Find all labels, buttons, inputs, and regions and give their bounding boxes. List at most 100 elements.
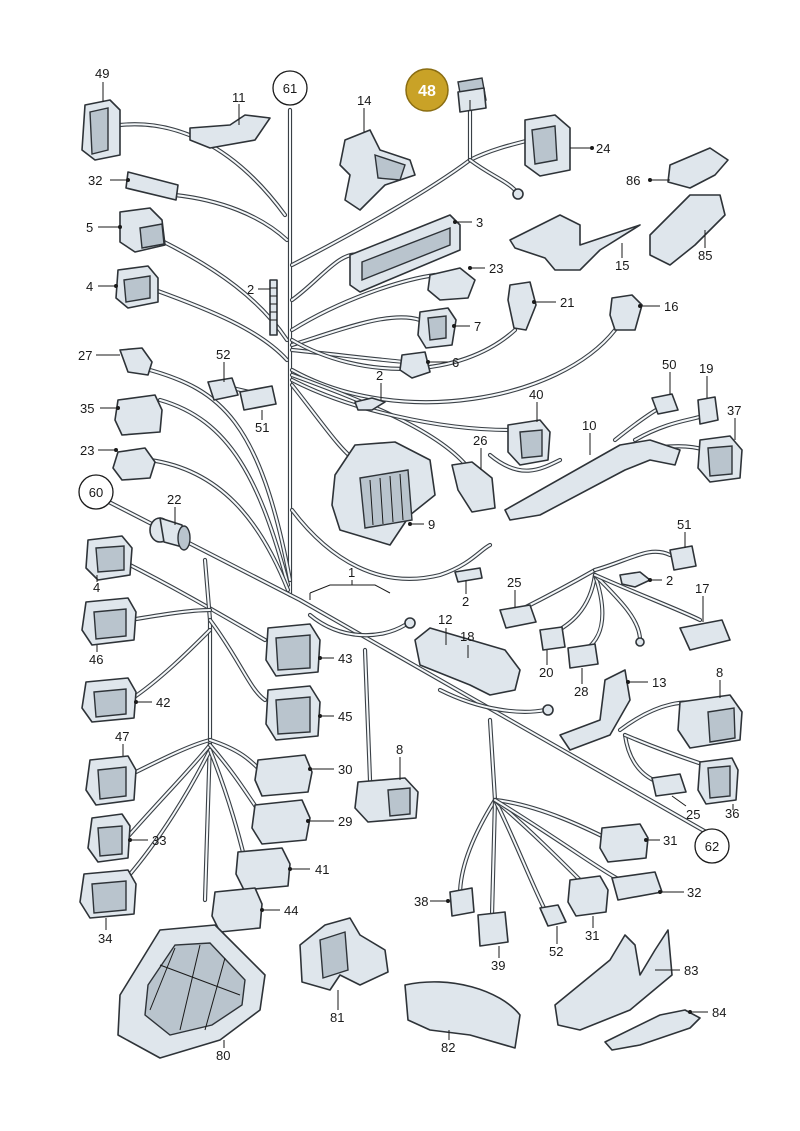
callout-85: 85 bbox=[698, 248, 712, 263]
connector-45 bbox=[265, 685, 321, 741]
callout-2-lower-right: 2 bbox=[666, 573, 673, 588]
callout-2-mid: 2 bbox=[462, 594, 469, 609]
clip-2-mid bbox=[454, 567, 483, 583]
clip-2-upper bbox=[354, 397, 386, 411]
relay-48 bbox=[457, 77, 487, 113]
callout-18: 18 bbox=[460, 629, 474, 644]
bracket-83 bbox=[554, 929, 673, 1031]
connector-31-lower bbox=[567, 875, 609, 917]
relay-plate-3 bbox=[349, 214, 461, 293]
callout-12: 12 bbox=[438, 612, 452, 627]
connector-42 bbox=[81, 677, 137, 723]
bracket-85 bbox=[649, 194, 726, 266]
callout-50: 50 bbox=[662, 357, 676, 372]
callout-3: 3 bbox=[476, 215, 483, 230]
callout-42: 42 bbox=[156, 695, 170, 710]
callout-34: 34 bbox=[98, 931, 112, 946]
callout-23-top: 23 bbox=[489, 261, 503, 276]
connector-35 bbox=[114, 394, 163, 436]
connector-25-upper bbox=[499, 604, 537, 629]
callout-9: 9 bbox=[428, 517, 435, 532]
callout-44: 44 bbox=[284, 903, 298, 918]
callout-43: 43 bbox=[338, 651, 352, 666]
connector-23-top bbox=[427, 267, 476, 301]
callout-19: 19 bbox=[699, 361, 713, 376]
callout-52-upper: 52 bbox=[216, 347, 230, 362]
connector-49 bbox=[81, 99, 121, 161]
connector-17 bbox=[679, 619, 731, 651]
connector-36 bbox=[697, 757, 739, 805]
connector-19 bbox=[697, 396, 719, 425]
callout-52-lower: 52 bbox=[549, 944, 563, 959]
callout-26: 26 bbox=[473, 433, 487, 448]
circle-ref-62: 62 bbox=[694, 828, 730, 864]
connector-52-upper bbox=[207, 377, 239, 401]
callout-51-upper: 51 bbox=[255, 420, 269, 435]
relay-carrier-80 bbox=[117, 924, 266, 1059]
callout-38: 38 bbox=[414, 894, 428, 909]
connector-47 bbox=[85, 755, 137, 806]
callout-22: 22 bbox=[167, 492, 181, 507]
connector-4-top bbox=[115, 265, 159, 309]
bracket-81 bbox=[299, 917, 389, 991]
callout-80: 80 bbox=[216, 1048, 230, 1063]
cover-82 bbox=[404, 981, 521, 1049]
callout-46: 46 bbox=[89, 652, 103, 667]
connector-4-lower bbox=[85, 535, 133, 581]
connector-21 bbox=[507, 281, 537, 331]
relay-6 bbox=[399, 351, 431, 379]
connector-39 bbox=[477, 911, 509, 947]
connector-51-lower bbox=[669, 545, 697, 571]
connector-46 bbox=[81, 597, 137, 646]
bracket-11 bbox=[189, 114, 271, 149]
connector-24 bbox=[524, 114, 571, 177]
callout-31-right: 31 bbox=[663, 833, 677, 848]
connector-32-lower bbox=[611, 871, 663, 901]
callout-49: 49 bbox=[95, 66, 109, 81]
callout-16: 16 bbox=[664, 299, 678, 314]
connector-50 bbox=[651, 393, 679, 415]
callout-23-lower: 23 bbox=[80, 443, 94, 458]
callout-86: 86 bbox=[626, 173, 640, 188]
connector-27 bbox=[119, 347, 153, 376]
callout-82: 82 bbox=[441, 1040, 455, 1055]
circle-ref-60: 60 bbox=[78, 474, 114, 510]
svg-text:62: 62 bbox=[705, 839, 719, 854]
callout-37: 37 bbox=[727, 403, 741, 418]
svg-text:61: 61 bbox=[283, 81, 297, 96]
callout-2-clip: 2 bbox=[376, 368, 383, 383]
leader-dots bbox=[114, 146, 692, 1014]
fuse-box-9 bbox=[331, 441, 436, 546]
callout-8-right: 8 bbox=[716, 665, 723, 680]
callout-31-lower: 31 bbox=[585, 928, 599, 943]
highlight-badge-48: 48 bbox=[405, 68, 449, 112]
connector-8-right bbox=[677, 694, 743, 749]
connector-7 bbox=[417, 307, 457, 349]
callout-2-stud: 2 bbox=[247, 282, 254, 297]
callout-27: 27 bbox=[78, 348, 92, 363]
callout-13: 13 bbox=[652, 675, 666, 690]
ring-terminal-mid bbox=[404, 617, 416, 629]
callout-14: 14 bbox=[357, 93, 371, 108]
callout-36: 36 bbox=[725, 806, 739, 821]
ring-terminal-lower bbox=[542, 704, 554, 716]
callout-25-lower: 25 bbox=[686, 807, 700, 822]
circle-ref-61: 61 bbox=[272, 70, 308, 106]
clip-2-lower-right bbox=[619, 571, 651, 588]
bracket-14 bbox=[339, 129, 416, 211]
connector-37 bbox=[697, 435, 743, 483]
callout-40: 40 bbox=[529, 387, 543, 402]
leader-lines bbox=[96, 82, 736, 1048]
connector-34 bbox=[79, 869, 137, 919]
callout-51-lower: 51 bbox=[677, 517, 691, 532]
bracket-12-18 bbox=[414, 627, 521, 696]
callout-4-lower: 4 bbox=[93, 580, 100, 595]
connector-26 bbox=[451, 461, 496, 513]
cable-channel-10 bbox=[504, 439, 681, 521]
connector-51-upper bbox=[239, 385, 277, 411]
cover-86 bbox=[667, 147, 729, 189]
connector-23-lower bbox=[112, 447, 156, 481]
callout-15: 15 bbox=[615, 258, 629, 273]
callout-labels: 49 11 14 24 86 32 3 5 85 15 23 2 4 21 16… bbox=[78, 66, 741, 1063]
